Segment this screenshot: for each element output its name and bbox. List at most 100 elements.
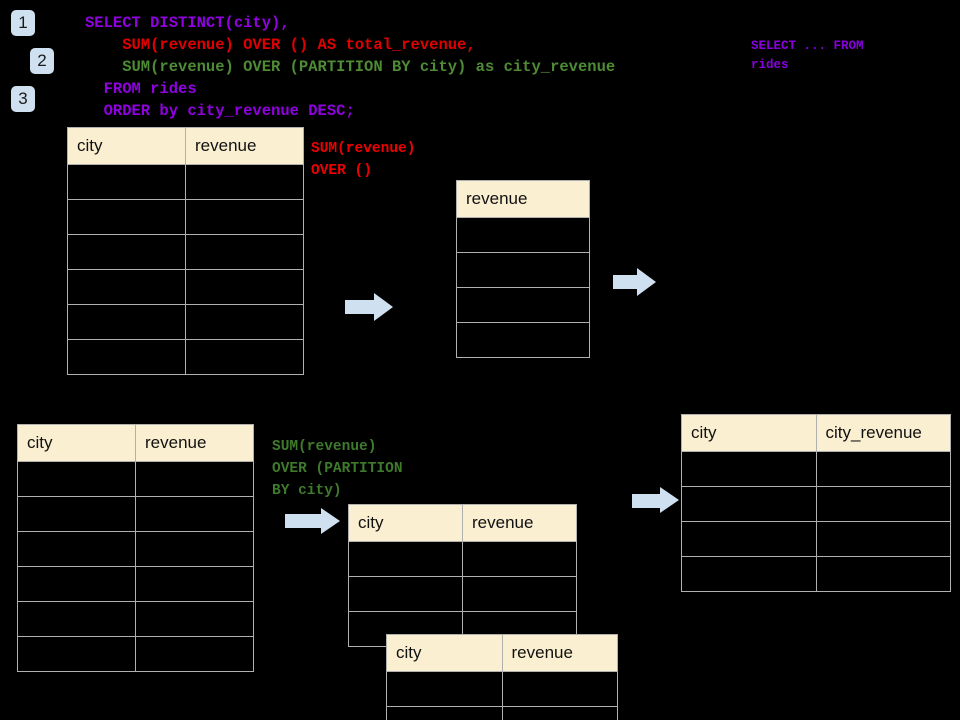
table-row	[17, 461, 254, 497]
column-header-city: city	[348, 504, 463, 542]
table-cell	[135, 566, 254, 602]
sql-line-city-revenue: SUM(revenue) OVER (PARTITION BY city) as…	[85, 58, 616, 76]
table-cell	[681, 556, 817, 592]
table-row	[17, 566, 254, 602]
table-row	[456, 217, 590, 253]
arrow-top-right-icon	[613, 268, 656, 296]
table-row	[681, 556, 951, 592]
table-cell	[815, 486, 951, 522]
column-header-revenue: revenue	[456, 180, 590, 218]
annotation-total-revenue-line-1: SUM(revenue)	[311, 141, 416, 157]
table-cell	[67, 199, 186, 235]
column-header-city-revenue: city_revenue	[815, 414, 951, 452]
table-cell	[348, 541, 463, 577]
sql-line-total-revenue: SUM(revenue) OVER () AS total_revenue,	[85, 36, 476, 54]
table-body	[348, 541, 577, 647]
table-row	[17, 496, 254, 532]
table-row	[681, 521, 951, 557]
table-partition-back: city revenue	[348, 504, 577, 647]
table-cell	[17, 531, 136, 567]
table-row	[386, 671, 618, 707]
table-cell	[67, 234, 186, 270]
table-cell	[501, 706, 618, 720]
table-row	[67, 164, 304, 200]
step-badge-3: 3	[11, 86, 35, 112]
annotation-city-revenue-line-2: OVER (PARTITION	[272, 461, 403, 477]
table-cell	[17, 566, 136, 602]
table-cell	[501, 671, 618, 707]
table-cell	[135, 496, 254, 532]
table-row	[348, 576, 577, 612]
column-header-city: city	[386, 634, 503, 672]
table-cell	[456, 252, 590, 288]
table-row	[67, 234, 304, 270]
table-body	[456, 217, 590, 358]
table-cell	[67, 164, 186, 200]
table-row	[456, 322, 590, 358]
annotation-city-revenue-line-1: SUM(revenue)	[272, 439, 377, 455]
table-cell	[815, 451, 951, 487]
side-note-line-1: SELECT ... FROM	[751, 39, 864, 53]
table-body	[386, 671, 618, 720]
table-cell	[681, 486, 817, 522]
table-row	[67, 304, 304, 340]
table-row	[67, 339, 304, 375]
table-header-row: revenue	[456, 180, 590, 218]
column-header-revenue: revenue	[135, 424, 254, 462]
table-cell	[135, 531, 254, 567]
table-result: city city_revenue	[681, 414, 951, 592]
annotation-city-revenue-line-3: BY city)	[272, 483, 342, 499]
column-header-revenue: revenue	[462, 504, 577, 542]
annotation-total-revenue-line-2: OVER ()	[311, 163, 372, 179]
table-cell	[456, 287, 590, 323]
step-badge-1: 1	[11, 10, 35, 36]
table-row	[456, 287, 590, 323]
table-cell	[135, 601, 254, 637]
table-cell	[135, 461, 254, 497]
table-row	[67, 269, 304, 305]
table-cell	[815, 556, 951, 592]
table-cell	[462, 541, 577, 577]
table-body	[17, 461, 254, 672]
sql-line-select: SELECT DISTINCT(city),	[85, 14, 290, 32]
table-body	[681, 451, 951, 592]
table-cell	[681, 451, 817, 487]
table-cell	[386, 706, 503, 720]
table-cell	[462, 576, 577, 612]
table-row	[456, 252, 590, 288]
table-header-row: city revenue	[348, 504, 577, 542]
table-row	[348, 541, 577, 577]
table-cell	[185, 234, 304, 270]
table-source-top: city revenue	[67, 127, 304, 375]
table-partition-front: city revenue	[386, 634, 618, 720]
table-body	[67, 164, 304, 375]
sql-line-from: FROM rides	[85, 80, 197, 98]
column-header-city: city	[681, 414, 817, 452]
table-row	[681, 486, 951, 522]
step-badge-2: 2	[30, 48, 54, 74]
table-cell	[681, 521, 817, 557]
table-row	[17, 636, 254, 672]
column-header-revenue: revenue	[185, 127, 304, 165]
table-cell	[386, 671, 503, 707]
column-header-city: city	[17, 424, 136, 462]
table-source-bottom: city revenue	[17, 424, 254, 672]
table-cell	[185, 304, 304, 340]
table-row	[17, 531, 254, 567]
table-cell	[17, 601, 136, 637]
table-cell	[456, 322, 590, 358]
table-total-revenue: revenue	[456, 180, 590, 358]
table-header-row: city revenue	[17, 424, 254, 462]
table-row	[681, 451, 951, 487]
table-cell	[815, 521, 951, 557]
side-note-line-2: rides	[751, 58, 789, 72]
table-row	[67, 199, 304, 235]
column-header-revenue: revenue	[501, 634, 618, 672]
table-header-row: city revenue	[386, 634, 618, 672]
arrow-bottom-right-icon	[632, 487, 680, 514]
table-cell	[67, 269, 186, 305]
table-cell	[185, 269, 304, 305]
column-header-city: city	[67, 127, 186, 165]
table-row	[17, 601, 254, 637]
